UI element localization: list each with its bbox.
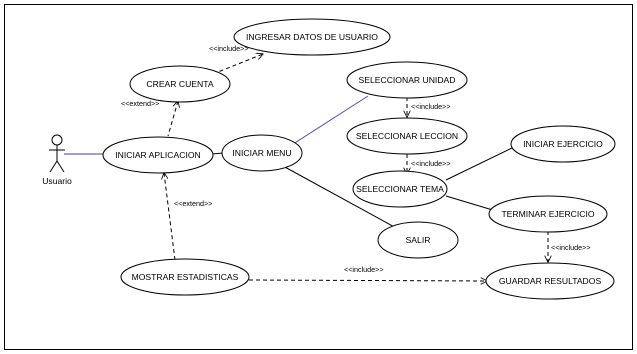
label-include-leccion-tema: <<include>> [411,159,451,168]
dependency-crear-iniciar-app [167,101,178,137]
actor-leg-left [49,160,58,173]
use-case-label: INICIAR MENU [232,148,291,158]
use-case-label: INICIAR APLICACION [115,150,200,160]
dependency-crear-ingresar [212,54,263,75]
label-include-crear-ingresar: <<include>> [209,44,249,53]
label-include-unidad-leccion: <<include>> [411,102,451,111]
use-case-guardar-resultados[interactable]: GUARDAR RESULTADOS [485,262,615,300]
association-iniciar-menu-salir [282,165,399,230]
dependency-mostrar-iniciar-app [164,173,176,261]
dependency-mostrar-guardar [248,280,487,281]
label-extend-crear-iniciar-app: <<extend>> [121,99,159,108]
label-extend-mostrar-iniciar-app: <<extend>> [174,199,212,208]
use-case-label: CREAR CUENTA [146,79,213,89]
actor-usuario[interactable]: Usuario [42,134,72,186]
actor-head [51,134,63,146]
use-case-label: GUARDAR RESULTADOS [499,276,602,286]
use-case-terminar-ejercicio[interactable]: TERMINAR EJERCICIO [488,195,608,233]
use-case-label: SALIR [406,235,431,245]
use-case-label: INGRESAR DATOS DE USUARIO [246,32,378,42]
use-case-label: SELECCIONAR LECCION [356,131,458,141]
actor-label: Usuario [42,176,72,186]
use-case-iniciar-ejercicio[interactable]: INICIAR EJERCICIO [510,125,616,163]
use-case-seleccionar-unidad[interactable]: SELECCIONAR UNIDAD [346,61,468,99]
label-include-terminar-guardar: <<include>> [551,243,591,252]
use-case-seleccionar-tema[interactable]: SELECCIONAR TEMA [352,170,448,208]
use-case-crear-cuenta[interactable]: CREAR CUENTA [129,65,231,103]
use-case-label: SELECCIONAR UNIDAD [359,75,456,85]
association-tema-terminar-ejercicio [445,195,497,212]
use-case-seleccionar-leccion[interactable]: SELECCIONAR LECCION [346,117,468,155]
use-case-iniciar-aplicacion[interactable]: INICIAR APLICACION [102,136,214,174]
use-case-mostrar-estadisticas[interactable]: MOSTRAR ESTADISTICAS [120,258,250,296]
association-iniciar-aplicacion-iniciar-menu [211,152,224,155]
association-tema-iniciar-ejercicio [445,146,515,181]
actor-leg-right [56,160,65,173]
use-case-label: SELECCIONAR TEMA [356,184,444,194]
use-case-label: MOSTRAR ESTADISTICAS [132,272,239,282]
use-case-salir[interactable]: SALIR [377,221,459,259]
association-iniciar-menu-seleccionar-unidad [289,95,369,147]
use-case-ingresar-datos[interactable]: INGRESAR DATOS DE USUARIO [233,18,391,56]
use-case-label: TERMINAR EJERCICIO [501,209,594,219]
label-include-mostrar-guardar: <<include>> [344,265,384,274]
diagram-frame [4,4,633,350]
use-case-iniciar-menu[interactable]: INICIAR MENU [221,134,303,172]
use-case-label: INICIAR EJERCICIO [523,139,603,149]
